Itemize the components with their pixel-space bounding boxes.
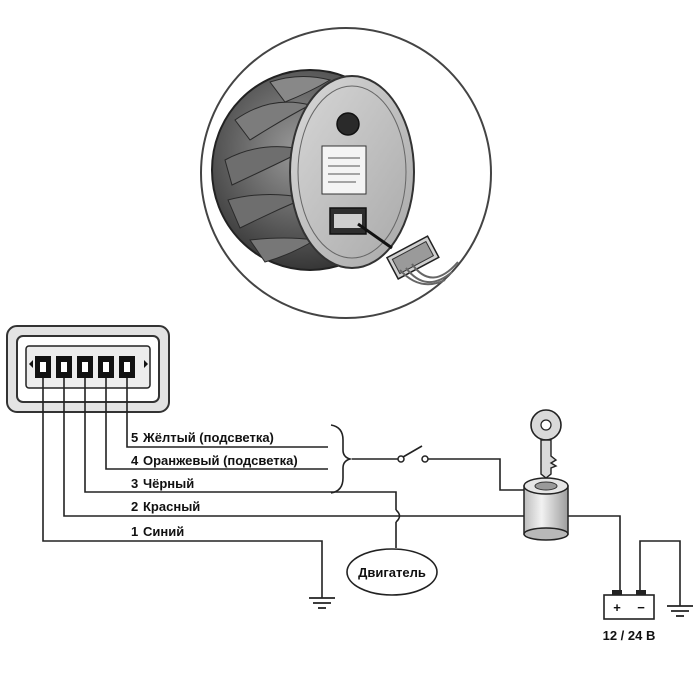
wire-2-label: Красный xyxy=(143,499,200,514)
ground-icon xyxy=(309,597,335,609)
wire-5-number: 5 xyxy=(131,430,138,445)
switch-icon xyxy=(397,445,429,463)
battery-plus: + xyxy=(613,600,621,615)
wire-2-number: 2 xyxy=(131,499,138,514)
wire-5-label: Жёлтый (подсветка) xyxy=(142,430,274,445)
connector-icon xyxy=(6,325,170,413)
wire-4-label: Оранжевый (подсветка) xyxy=(143,453,298,468)
key-icon xyxy=(530,409,562,479)
wire-1-number: 1 xyxy=(131,524,138,539)
wire-3-number: 3 xyxy=(131,476,138,491)
engine xyxy=(346,548,438,596)
battery-minus: − xyxy=(637,600,645,615)
brace xyxy=(330,424,353,494)
wire-3 xyxy=(84,378,328,493)
wire-4-number: 4 xyxy=(131,453,139,468)
wire-2 xyxy=(63,378,525,517)
wire-3-label: Чёрный xyxy=(143,476,194,491)
ignition-switch-icon xyxy=(523,477,569,541)
wire-1 xyxy=(42,378,323,598)
wire-1-label: Синий xyxy=(143,524,184,539)
ground-icon xyxy=(667,605,693,617)
battery-icon: + − xyxy=(603,590,655,620)
wire-4 xyxy=(105,378,328,470)
engine-label: Двигатель xyxy=(358,565,426,580)
battery-voltage-label: 12 / 24 В xyxy=(603,628,656,643)
wire-5 xyxy=(126,378,328,448)
wires xyxy=(42,378,525,598)
gauge-illustration-icon xyxy=(200,27,492,319)
